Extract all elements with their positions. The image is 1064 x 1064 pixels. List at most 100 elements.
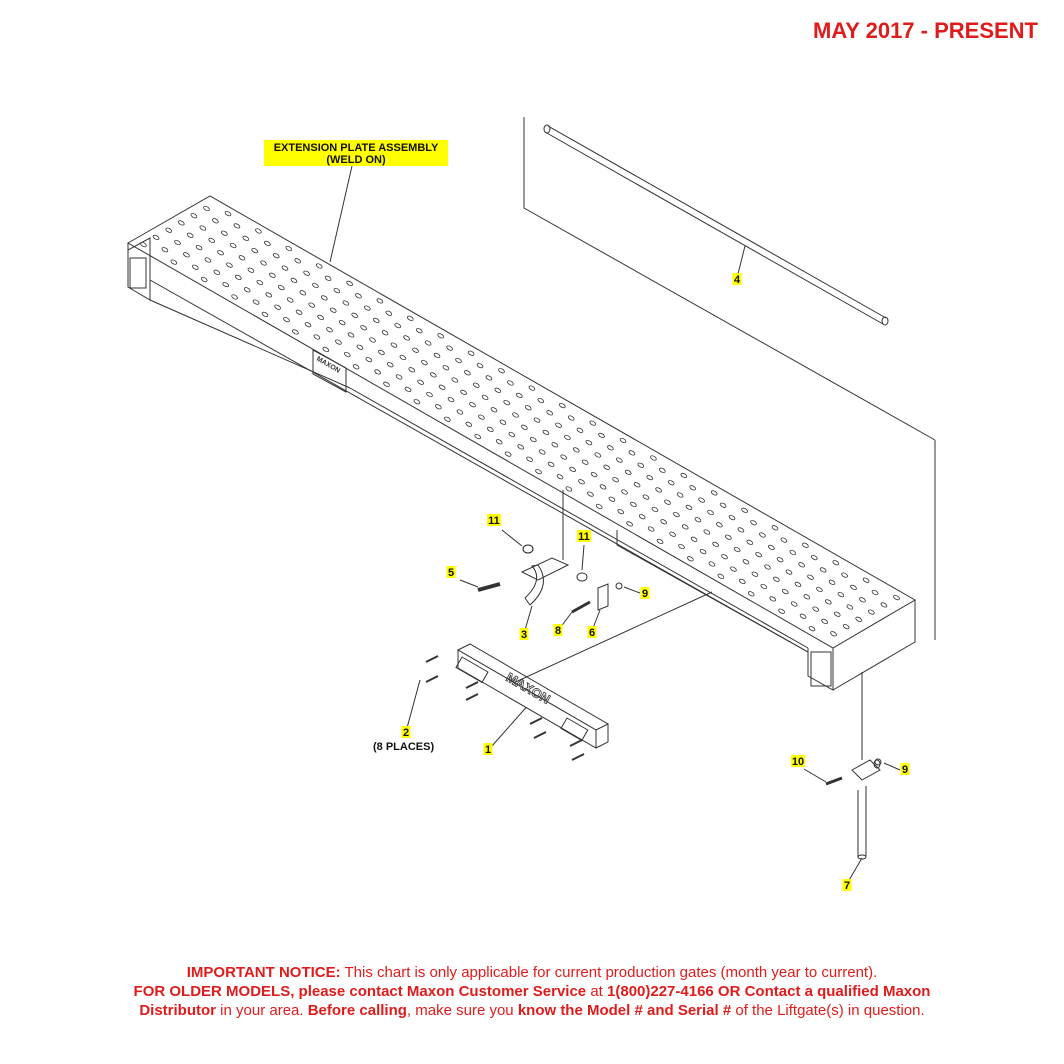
plate-hole	[771, 525, 779, 531]
plate-hole	[481, 394, 489, 401]
plate-hole	[203, 205, 210, 212]
plate-hole	[590, 471, 598, 478]
plate-hole	[504, 451, 512, 457]
plate-hole	[486, 426, 494, 433]
plate-hole	[386, 362, 394, 368]
plate-hole	[383, 381, 390, 387]
plate-hole	[689, 485, 697, 491]
plate-hole	[837, 591, 845, 598]
plate-hole	[746, 539, 754, 545]
plate-hole	[281, 265, 289, 271]
plate-hole	[515, 392, 523, 399]
plate-hole	[612, 477, 619, 483]
plate-hole	[512, 412, 519, 418]
plate-hole	[555, 422, 562, 428]
plate-hole	[660, 519, 668, 525]
fasteners-part-2	[425, 655, 585, 761]
plate-hole	[710, 490, 718, 496]
plate-hole	[717, 573, 725, 579]
plate-hole	[437, 333, 445, 339]
plate-hole	[708, 561, 716, 567]
plate-hole	[760, 583, 768, 590]
plate-hole	[780, 537, 788, 543]
callout-label: 9	[902, 764, 908, 776]
plate-hole	[728, 514, 736, 521]
leader-1	[491, 702, 531, 747]
plate-hole	[807, 574, 814, 580]
plate-hole	[229, 242, 237, 249]
plate-hole	[656, 538, 664, 545]
plate-hole	[528, 385, 536, 391]
plate-hole	[767, 544, 775, 551]
plate-hole	[598, 432, 605, 439]
plate-hole	[456, 409, 464, 415]
leader-title	[329, 165, 353, 263]
plate-hole	[603, 464, 611, 470]
plate-hole	[617, 508, 625, 515]
plate-hole	[469, 402, 476, 408]
plate-hole	[558, 402, 566, 409]
plate-hole	[755, 551, 762, 558]
plate-hole	[365, 356, 373, 363]
callout-c3: 3	[519, 628, 529, 641]
plate-hole	[676, 492, 684, 498]
plate-hole	[578, 479, 585, 485]
notice-line-1: IMPORTANT NOTICE: This chart is only app…	[186, 964, 878, 981]
plate-hole	[277, 284, 285, 291]
plate-hole	[467, 350, 475, 356]
plate-hole	[508, 431, 516, 438]
plate-hole	[529, 436, 537, 443]
plate-hole	[498, 368, 505, 374]
plate-hole	[346, 280, 353, 287]
plate-hole	[747, 591, 755, 597]
callout-c8: 8	[553, 624, 563, 637]
plate-hole	[352, 364, 360, 370]
plate-hole	[751, 571, 759, 577]
plate-hole	[733, 546, 741, 553]
plate-hole	[381, 330, 389, 336]
plate-hole	[170, 259, 178, 265]
plate-hole	[581, 459, 589, 465]
bracket-part-6	[597, 583, 609, 611]
plate-hole	[442, 365, 450, 371]
plate-hole	[812, 606, 820, 612]
plate-hole	[724, 534, 732, 540]
leader-2	[406, 679, 421, 729]
plate-holes	[140, 205, 900, 637]
plate-hole	[424, 340, 432, 346]
plate-hole	[503, 399, 511, 406]
plate-hole	[426, 391, 433, 398]
plate-hole	[730, 566, 737, 572]
plate-hole	[495, 439, 503, 445]
plate-hole	[655, 487, 662, 493]
plate-hole	[355, 293, 362, 299]
plate-hole	[690, 536, 698, 542]
plate-hole	[376, 298, 384, 304]
plate-hole	[415, 328, 423, 334]
plate-hole	[217, 250, 224, 256]
plate-hole	[190, 213, 198, 219]
nut-part-9b	[874, 758, 882, 766]
plate-hole	[451, 377, 459, 383]
callout-c2: 2	[401, 726, 411, 739]
plate-hole	[524, 405, 532, 411]
plate-hole	[633, 482, 641, 488]
plate-hole	[803, 594, 811, 600]
plate-hole	[315, 263, 323, 269]
plate-hole	[247, 267, 255, 273]
plate-hole	[893, 594, 900, 601]
notice-line-2: FOR OLDER MODELS, please contact Maxon C…	[133, 983, 931, 1000]
plate-hole	[855, 616, 863, 622]
plate-hole	[472, 382, 480, 388]
plate-hole	[742, 559, 750, 565]
plate-hole	[438, 384, 446, 390]
callout-label: 11	[578, 531, 590, 543]
plate-hole	[238, 255, 246, 261]
plate-hole	[628, 450, 636, 456]
plate-hole	[338, 319, 346, 326]
leader-9b	[883, 762, 901, 771]
plate-hole	[638, 514, 646, 520]
leader-3	[524, 605, 533, 631]
plate-hole	[790, 601, 798, 607]
plate-hole	[694, 517, 702, 523]
